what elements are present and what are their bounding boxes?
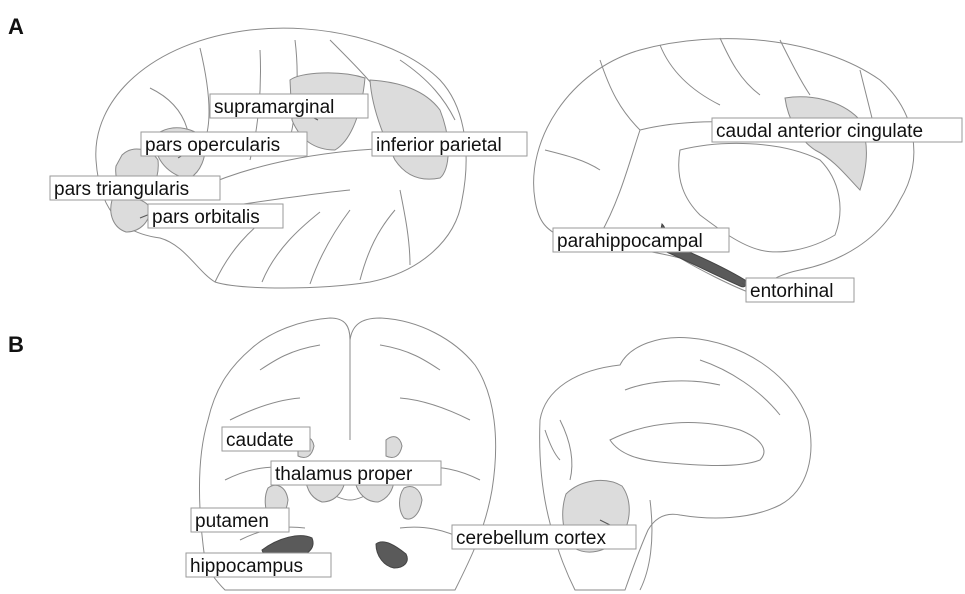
label-pars-orbitalis: pars orbitalis: [148, 204, 283, 228]
label-pars-triangularis: pars triangularis: [50, 176, 220, 200]
label-text-caudate: caudate: [226, 430, 294, 451]
label-text-hippocampus: hippocampus: [190, 556, 303, 577]
coronal-slice-view: [199, 318, 495, 590]
label-hippocampus: hippocampus: [186, 553, 331, 577]
label-text-supramarginal: supramarginal: [214, 97, 334, 118]
label-text-pars-opercularis: pars opercularis: [145, 135, 280, 156]
label-text-putamen: putamen: [195, 511, 269, 532]
label-entorhinal: entorhinal: [746, 278, 854, 302]
label-text-pars-orbitalis: pars orbitalis: [152, 207, 260, 228]
lateral-cortex-view: [96, 28, 466, 288]
label-supramarginal: supramarginal: [210, 94, 368, 118]
sagittal-slice-view: [540, 337, 811, 590]
label-inferior-parietal: inferior parietal: [372, 132, 527, 156]
label-thalamus-proper: thalamus proper: [271, 461, 441, 485]
coronal-slice-outline: [199, 318, 495, 590]
label-text-parahippocampal: parahippocampal: [557, 231, 703, 252]
label-pars-opercularis: pars opercularis: [141, 132, 307, 156]
label-parahippocampal: parahippocampal: [553, 228, 729, 252]
label-text-inferior-parietal: inferior parietal: [376, 135, 502, 156]
label-text-cerebellum-cortex: cerebellum cortex: [456, 528, 606, 549]
label-caudate: caudate: [222, 427, 310, 451]
panel-a-letter: A: [8, 14, 24, 39]
label-caudal-anterior-cingulate: caudal anterior cingulate: [712, 118, 962, 142]
label-text-thalamus-proper: thalamus proper: [275, 464, 413, 485]
panel-b-letter: B: [8, 332, 24, 357]
label-text-entorhinal: entorhinal: [750, 281, 833, 302]
label-cerebellum-cortex: cerebellum cortex: [452, 525, 636, 549]
label-text-caudal-anterior-cingulate: caudal anterior cingulate: [716, 121, 923, 142]
label-text-pars-triangularis: pars triangularis: [54, 179, 189, 200]
medial-cortex-view: [534, 38, 914, 292]
label-putamen: putamen: [191, 508, 289, 532]
